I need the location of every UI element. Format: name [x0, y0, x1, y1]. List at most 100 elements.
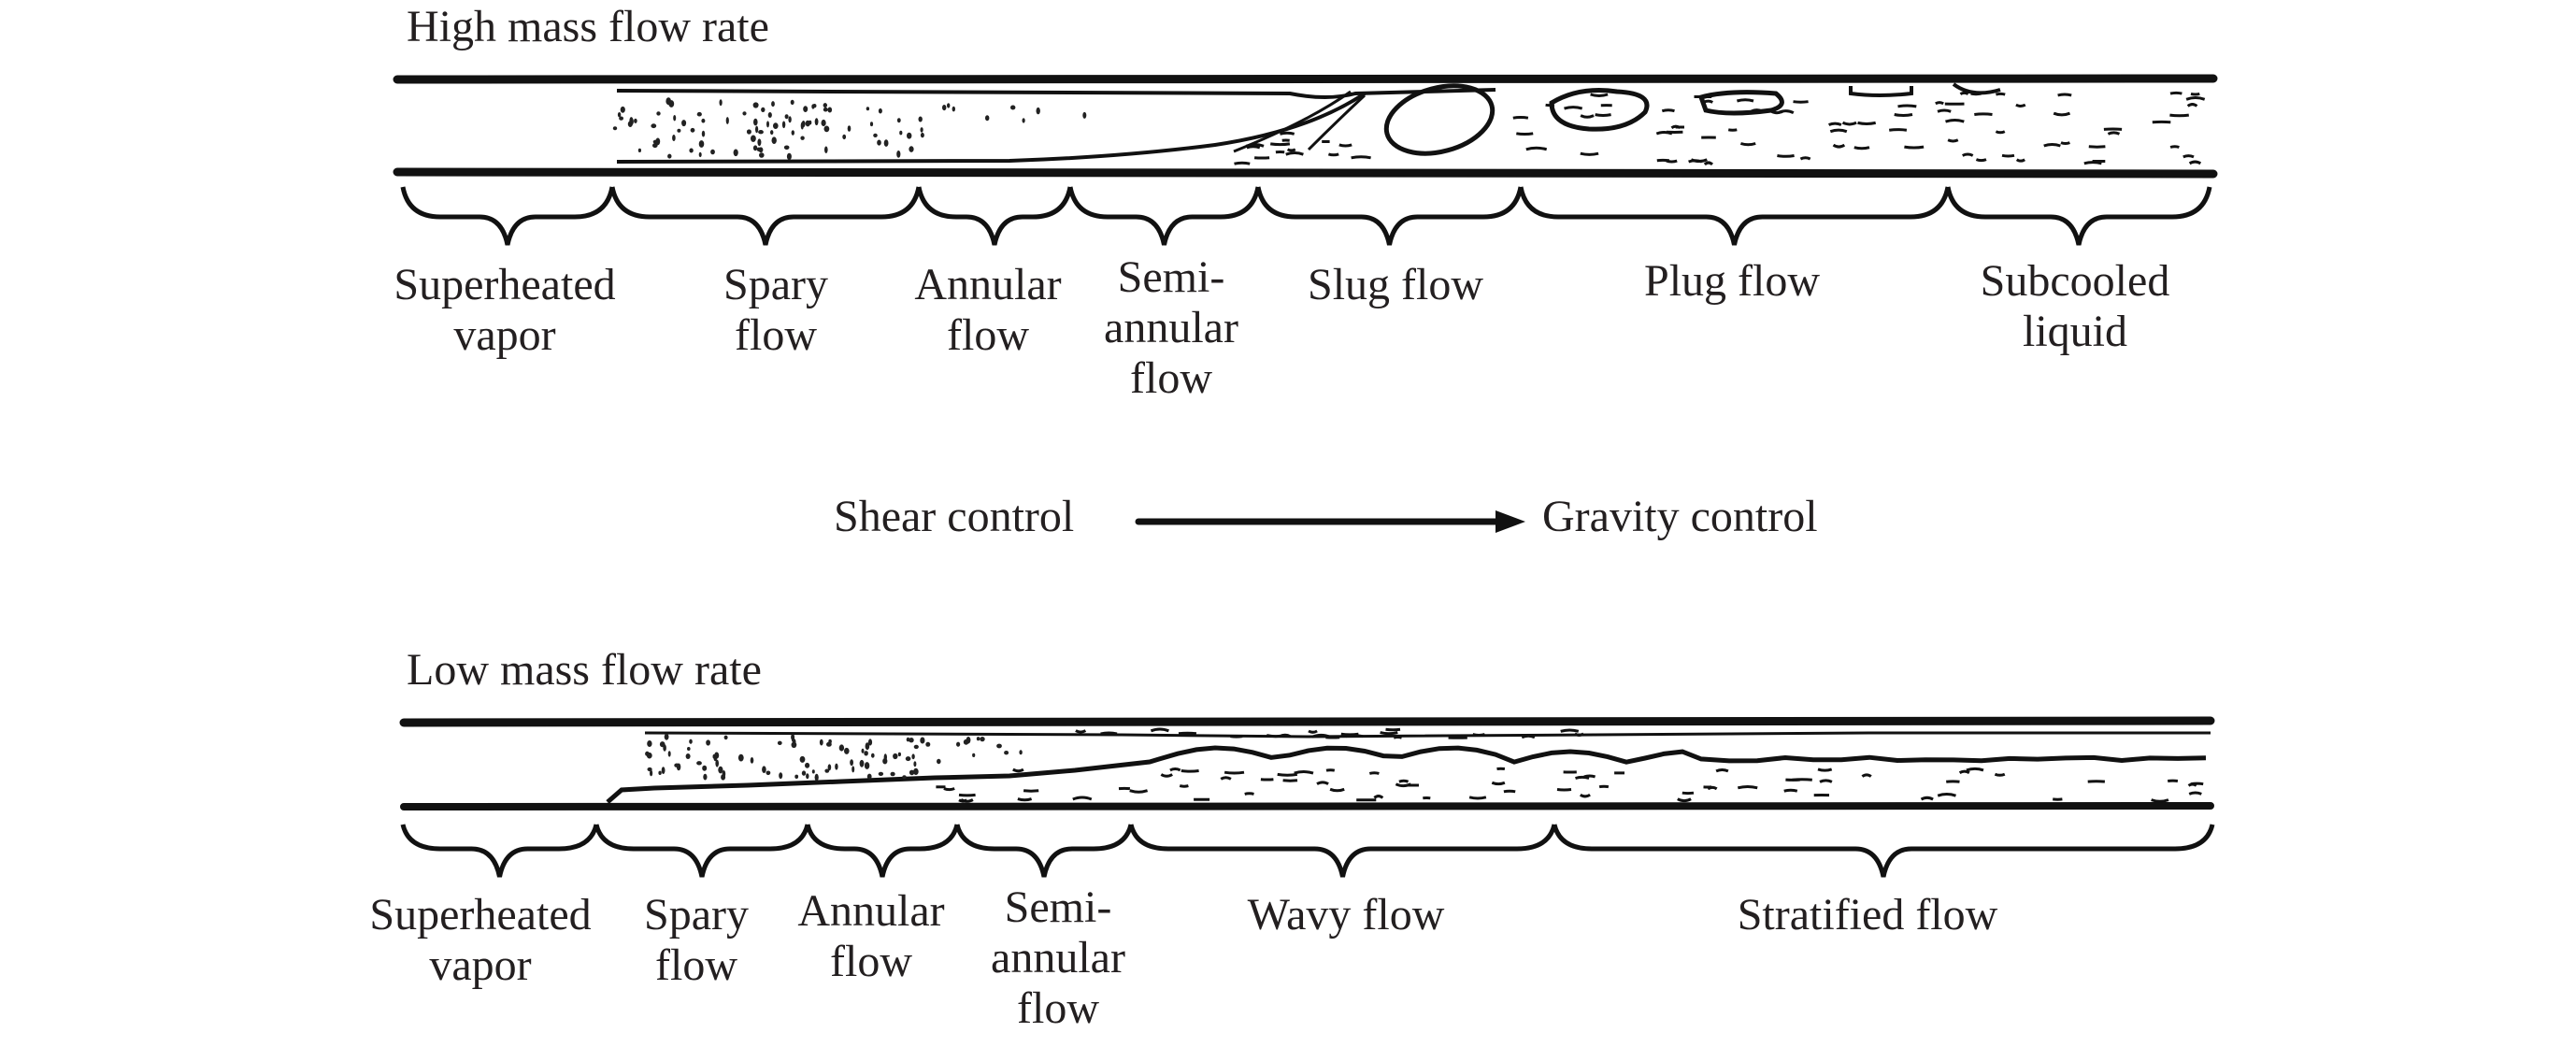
spray-droplet [698, 140, 705, 148]
spray-droplet [1010, 105, 1016, 110]
spray-droplet [685, 753, 691, 759]
spray-droplet [770, 130, 774, 136]
spray-droplet [827, 764, 832, 771]
spray-droplet [952, 106, 955, 112]
spray-droplet [909, 146, 914, 152]
spray-droplet [864, 751, 868, 756]
liquid-mark [1841, 121, 1857, 126]
spray-droplet [753, 118, 758, 126]
spray-droplet [911, 753, 915, 760]
film-mark [1230, 735, 1243, 739]
spray-droplet [612, 126, 618, 131]
film-mark [1075, 729, 1087, 734]
plug-bubble-2 [1697, 90, 1784, 116]
liquid-mark [1220, 776, 1232, 781]
liquid-mark [1688, 159, 1703, 164]
spray-droplet [844, 747, 850, 754]
label-line: annular [991, 933, 1125, 982]
film-mark [1345, 734, 1364, 739]
spray-droplet [882, 758, 888, 765]
spray-droplet [814, 118, 819, 126]
film-mark [1560, 728, 1580, 733]
spray-droplet [794, 774, 799, 779]
liquid-mark [1224, 770, 1245, 775]
spray-droplet [656, 111, 661, 116]
spray-droplet [920, 127, 923, 133]
spray-droplet [629, 117, 634, 125]
high-spray-droplets [612, 97, 1087, 161]
spray-droplet [824, 768, 830, 773]
liquid-mark [958, 798, 968, 803]
liquid-mark [1017, 797, 1033, 802]
spray-droplet [899, 130, 903, 136]
high-film-top [616, 88, 1496, 99]
spray-droplet [827, 107, 833, 113]
label-line: Annular [914, 260, 1062, 309]
spray-droplet [803, 106, 809, 112]
liquid-mark [1395, 782, 1412, 788]
label-line: Spary [723, 260, 828, 309]
liquid-mark [1920, 796, 1934, 801]
film-mark [1100, 731, 1118, 736]
spray-droplet [718, 766, 723, 774]
liquid-mark [1316, 781, 1329, 785]
label-line: flow [735, 310, 817, 360]
spray-droplet [896, 118, 901, 123]
spray-droplet [850, 759, 853, 767]
spray-droplet [719, 99, 723, 107]
spray-droplet [1019, 750, 1023, 755]
liquid-mark [2151, 798, 2169, 803]
liquid-mark [1970, 92, 1982, 96]
liquid-mark [1715, 768, 1729, 773]
liquid-mark [2187, 782, 2197, 787]
liquid-mark [1962, 152, 1974, 157]
spray-droplet [689, 148, 694, 153]
spray-droplet [756, 147, 762, 151]
liquid-mark [1677, 797, 1692, 803]
liquid-mark [1966, 767, 1984, 772]
high-brace-semi-annular-flow [1067, 186, 1261, 246]
label-line: liquid [2022, 307, 2128, 356]
low-film-top [644, 731, 2211, 739]
film-mark [1380, 731, 1398, 736]
liquid-mark [1181, 769, 1199, 773]
spray-droplet [781, 121, 786, 129]
spray-droplet [701, 118, 706, 123]
liquid-mark [1736, 98, 1754, 103]
spray-droplet [786, 152, 792, 161]
spray-droplet [620, 106, 625, 113]
spray-droplet [985, 115, 990, 122]
liquid-mark [1670, 124, 1682, 129]
liquid-mark [1819, 779, 1833, 783]
liquid-mark [1857, 121, 1877, 125]
spray-droplet [619, 116, 623, 121]
spray-droplet [996, 743, 1002, 749]
spray-droplet [650, 769, 653, 777]
spray-droplet [838, 744, 845, 752]
spray-droplet [937, 758, 941, 765]
plug-bubble-4 [1952, 82, 2001, 95]
spray-droplet [920, 737, 925, 744]
spray-droplet [956, 741, 961, 747]
liquid-mark [1338, 143, 1352, 148]
liquid-mark [1799, 156, 1811, 161]
spray-droplet [715, 759, 719, 767]
spray-droplet [806, 773, 809, 780]
liquid-mark [2188, 791, 2202, 796]
high-slug-line [1233, 90, 1367, 153]
spray-droplet [646, 752, 652, 759]
liquid-mark [1947, 138, 1959, 143]
liquid-mark [1012, 767, 1024, 773]
liquid-mark [1580, 114, 1595, 119]
spray-droplet [800, 136, 805, 140]
spray-droplet [869, 122, 874, 127]
liquid-mark [2188, 160, 2202, 165]
spray-droplet [842, 134, 847, 140]
spray-droplet [823, 107, 828, 112]
spray-droplet [658, 770, 662, 775]
liquid-mark [1737, 785, 1758, 790]
spray-droplet [963, 739, 969, 745]
spray-droplet [980, 737, 985, 742]
